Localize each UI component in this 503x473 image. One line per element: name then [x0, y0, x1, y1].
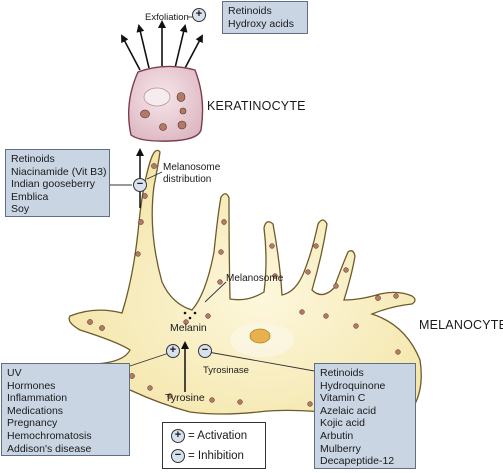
melanocyte-nucleus: [249, 328, 271, 344]
melanocyte-cell: [68, 149, 422, 418]
plus-icon: +: [171, 429, 185, 443]
exfoliation-arrows: [121, 20, 203, 71]
melanin-dots: [183, 311, 197, 320]
inhibitor-item: Azelaic acid: [320, 404, 377, 417]
activator-item: Retinoids: [228, 5, 272, 17]
inhibitor-item: Soy: [11, 203, 30, 216]
inhibitor-item: Hydroquinone: [320, 379, 386, 392]
activator-item: Addison's disease: [7, 442, 92, 455]
inhibitor-item: Mulberry: [320, 442, 361, 455]
melanocyte-label: MELANOCYTE: [419, 318, 503, 332]
activator-item: UV: [7, 367, 22, 379]
inhibitor-item: Kojic acid: [320, 417, 365, 430]
melanosome-distribution-inhibitors-box: Retinoids Niacinamide (Vit B3) Indian go…: [5, 149, 110, 217]
inhibitor-item: Emblica: [11, 190, 49, 203]
inhibitor-item: Retinoids: [11, 153, 55, 165]
legend-activation-label: = Activation: [188, 430, 248, 443]
legend: += Activation −= Inhibition: [162, 422, 266, 469]
inhibitor-item: Decapeptide-12: [320, 455, 395, 468]
melanin-activation-symbol: +: [166, 344, 180, 358]
keratinocyte-nucleus: [143, 87, 171, 107]
exfoliation-label: Exfoliation: [145, 12, 189, 23]
activator-item: Hydroxy acids: [228, 17, 294, 30]
inhibitor-item: Indian gooseberry: [11, 178, 96, 191]
legend-activation: += Activation: [171, 429, 247, 443]
inhibitor-item: Niacinamide (Vit B3): [11, 165, 107, 178]
exfoliation-activators-box: Retinoids Hydroxy acids: [222, 1, 308, 34]
keratinocyte-melanosomes: [140, 92, 187, 131]
melanosome-distribution-label-line: Melanosome: [163, 162, 221, 173]
inhibitor-item: Arbutin: [320, 429, 354, 442]
keratinocyte-label: KERATINOCYTE: [207, 99, 306, 113]
melanosome-label: Melanosome: [226, 273, 284, 284]
inhibitor-item: Retinoids: [320, 367, 364, 379]
activator-item: Hemochromatosis: [7, 429, 92, 442]
minus-icon: −: [171, 449, 185, 463]
activator-item: Inflammation: [7, 392, 68, 405]
activator-item: Medications: [7, 404, 64, 417]
melanin-label: Melanin: [170, 322, 207, 334]
melanosome-distribution-label-line: distribution: [163, 174, 212, 185]
inhibitor-item: Vitamin C: [320, 392, 366, 405]
tyrosinase-inhibitors-box: Retinoids Hydroquinone Vitamin C Azelaic…: [314, 363, 416, 469]
activator-item: Hormones: [7, 379, 56, 392]
tyrosinase-inhibition-symbol: −: [198, 344, 212, 358]
melanosome-distribution-label: Melanosome distribution: [163, 162, 220, 186]
exfoliation-activation-symbol: +: [192, 8, 206, 22]
melanosome-distribution-inhibition-symbol: −: [133, 178, 147, 192]
legend-inhibition: −= Inhibition: [171, 449, 244, 463]
activator-item: Pregnancy: [7, 417, 58, 430]
tyrosine-label: Tyrosine: [165, 392, 205, 404]
legend-inhibition-label: = Inhibition: [188, 450, 244, 463]
tyrosinase-label: Tyrosinase: [203, 365, 249, 376]
melanin-activators-box: UV Hormones Inflammation Medications Pre…: [1, 363, 130, 456]
